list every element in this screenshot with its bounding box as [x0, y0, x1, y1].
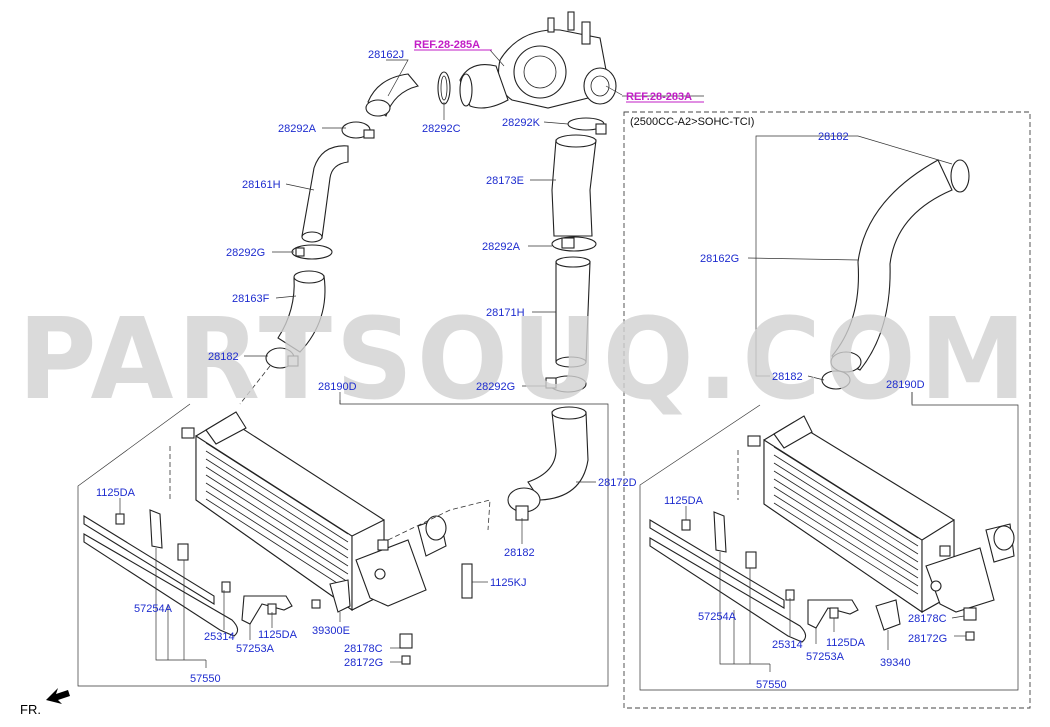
hose-28162G: [830, 159, 953, 373]
label-28292G-mid[interactable]: 28292G: [476, 381, 515, 393]
label-57550-left[interactable]: 57550: [190, 673, 221, 685]
label-57254A-left[interactable]: 57254A: [134, 603, 173, 615]
label-28172D[interactable]: 28172D: [598, 477, 637, 489]
label-28292G-left[interactable]: 28292G: [226, 247, 265, 259]
clamp-28182-right: [821, 370, 851, 390]
clamp-28292A-mid: [551, 236, 597, 252]
turbocharger: [459, 11, 617, 109]
hose-28173E: [551, 134, 597, 237]
label-1125DA-right[interactable]: 1125DA: [664, 495, 704, 507]
label-1125DA-left2[interactable]: 1125DA: [258, 629, 298, 641]
label-28171H[interactable]: 28171H: [486, 307, 525, 319]
label-39340[interactable]: 39340: [880, 657, 911, 669]
pipe-28171H: [555, 256, 591, 368]
label-28292K[interactable]: 28292K: [502, 117, 541, 129]
hose-28161H: [301, 145, 349, 243]
right-assembly-frame: [639, 392, 1019, 691]
bracket-set-right: [649, 511, 977, 643]
orientation-arrow-icon: [46, 688, 70, 704]
clamp-28292G-left: [291, 244, 333, 260]
label-28292A-mid[interactable]: 28292A: [482, 241, 521, 253]
label-57254A-right[interactable]: 57254A: [698, 611, 737, 623]
label-28182-mid[interactable]: 28182: [504, 547, 535, 559]
hose-28162J: [365, 73, 419, 117]
ref-link-28-285A[interactable]: REF.28-285A: [414, 39, 480, 51]
label-57253A-left[interactable]: 57253A: [236, 643, 275, 655]
label-28172G-left[interactable]: 28172G: [344, 657, 383, 669]
clamp-28292A-top: [341, 121, 375, 139]
label-28182-left[interactable]: 28182: [208, 351, 239, 363]
bracket-set-left: [83, 509, 473, 665]
variant-box: [623, 111, 1031, 709]
clamp-28292K: [567, 117, 607, 135]
label-25314-left[interactable]: 25314: [204, 631, 235, 643]
part-labels: 28162J 28292A 28292C 28161H 28292G 28163…: [96, 49, 947, 691]
leader-lines: [119, 59, 966, 672]
label-1125KJ[interactable]: 1125KJ: [490, 577, 527, 589]
label-57550-right[interactable]: 57550: [756, 679, 787, 691]
intercooler-left: [181, 411, 447, 612]
orientation-label: FR.: [20, 702, 41, 717]
watermark: PARTSOUQ.COM: [18, 295, 1030, 425]
clamp-28292C: [437, 71, 451, 105]
label-28162J[interactable]: 28162J: [368, 49, 404, 61]
ref-link-28-283A[interactable]: REF.28-283A: [626, 91, 692, 103]
clamp-28182-mid: [507, 487, 541, 521]
label-57253A-right[interactable]: 57253A: [806, 651, 845, 663]
label-28190D-left[interactable]: 28190D: [318, 381, 357, 393]
label-1125DA-left[interactable]: 1125DA: [96, 487, 136, 499]
intercooler-right: [747, 415, 1015, 614]
label-1125DA-right2[interactable]: 1125DA: [826, 637, 866, 649]
clamp-28182-right-top: [950, 159, 970, 193]
label-28182-right-top[interactable]: 28182: [818, 131, 849, 143]
label-28190D-right[interactable]: 28190D: [886, 379, 925, 391]
hose-28163F: [277, 270, 326, 353]
label-25314-right[interactable]: 25314: [772, 639, 803, 651]
label-28182-right[interactable]: 28182: [772, 371, 803, 383]
label-28178C-left[interactable]: 28178C: [344, 643, 383, 655]
label-39300E[interactable]: 39300E: [312, 625, 350, 637]
label-28292C[interactable]: 28292C: [422, 123, 461, 135]
label-28172G-right[interactable]: 28172G: [908, 633, 947, 645]
clamp-28292G-mid: [545, 375, 587, 393]
variant-caption: (2500CC-A2>SOHC-TCI): [630, 116, 754, 128]
label-28178C-right[interactable]: 28178C: [908, 613, 947, 625]
label-28292A-top[interactable]: 28292A: [278, 123, 317, 135]
clamp-28182-left: [265, 347, 299, 369]
label-28163F[interactable]: 28163F: [232, 293, 270, 305]
label-28173E[interactable]: 28173E: [486, 175, 524, 187]
label-28162G[interactable]: 28162G: [700, 253, 739, 265]
label-28161H[interactable]: 28161H: [242, 179, 281, 191]
